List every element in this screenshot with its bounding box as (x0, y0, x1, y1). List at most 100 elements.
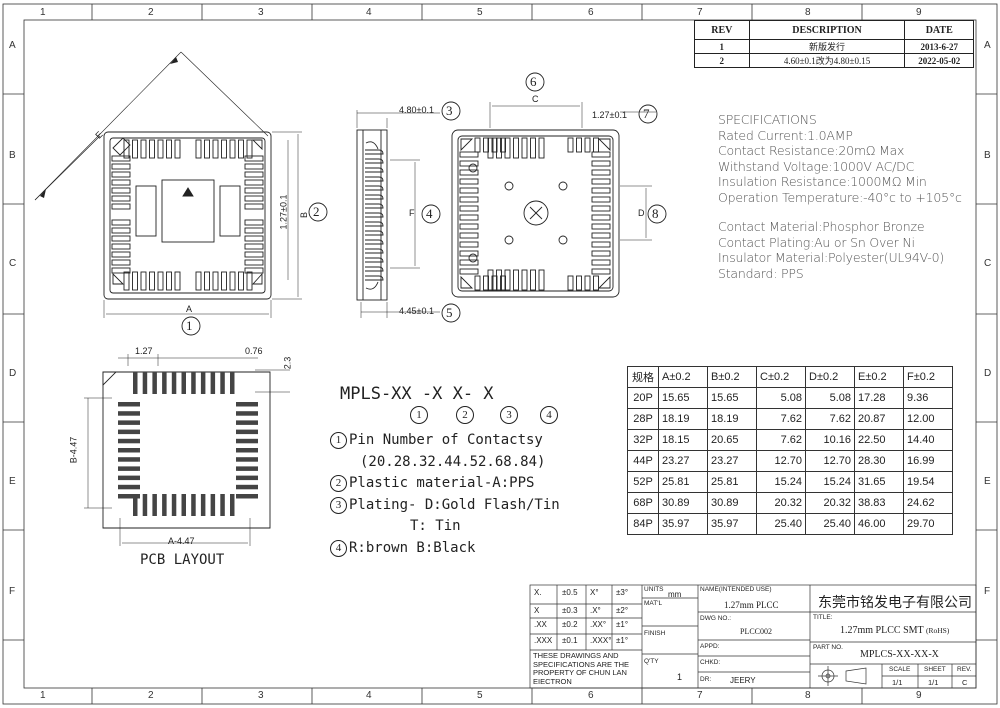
zone-label-right: C (984, 258, 992, 269)
dimension-cell: 16.99 (903, 450, 953, 472)
dimension-cell: 52P (627, 471, 659, 493)
description-cell: 新版发行 (748, 39, 906, 54)
zone-label-top: 6 (588, 7, 594, 18)
dim-d-label: D (638, 208, 645, 218)
approved-label: APPD: (700, 643, 720, 650)
spec-line: Withstand Voltage:1000V AC/DC (718, 158, 915, 174)
legend-mark: 1 (330, 432, 347, 449)
side-view (356, 101, 461, 323)
dimension-cell: 25.40 (756, 513, 806, 535)
dwg-value: PLCC002 (740, 627, 773, 636)
dimension-cell: 28.30 (854, 450, 904, 472)
pcb-len-label: 2.3 (282, 356, 293, 370)
dimension-cell: 7.62 (805, 408, 855, 430)
zone-label-top: 8 (805, 7, 811, 18)
legend-mark: 3 (330, 496, 347, 514)
date-header: DATE (904, 20, 974, 40)
revision-table: REV DESCRIPTION DATE 1 新版发行 2013-6-27 2 … (694, 20, 974, 68)
zone-label-bottom: 9 (916, 690, 922, 701)
dimension-cell: 12.00 (903, 408, 953, 430)
dimension-cell: 20.87 (854, 408, 904, 430)
dimension-cell: 68P (627, 492, 659, 514)
dimension-header: E±0.2 (854, 366, 904, 388)
dimension-cell: 5.08 (805, 387, 855, 409)
part-number-mark: 2 (456, 406, 474, 424)
view-mark-2: 2 (313, 204, 320, 219)
tolerance-cell: ±1° (616, 636, 629, 645)
zone-label-bottom: 8 (805, 690, 811, 701)
title-block-grid (529, 584, 977, 689)
zone-label-top: 9 (916, 7, 922, 18)
scale-label: SCALE (889, 666, 911, 673)
zone-label-left: B (9, 150, 16, 161)
spec-line: Contact Material:Phosphor Bronze (718, 219, 925, 234)
zone-label-bottom: 4 (366, 690, 372, 701)
legend-line: T: Tin (330, 516, 560, 538)
sheet-value: 1/1 (928, 678, 939, 687)
zone-label-bottom: 3 (258, 690, 264, 701)
dimension-header: F±0.2 (903, 366, 953, 388)
top-view (34, 51, 328, 336)
dimension-cell: 18.19 (658, 408, 708, 430)
dimension-cell: 20.32 (805, 492, 855, 514)
dimension-cell: 35.97 (658, 513, 708, 535)
tolerance-cell: X° (590, 588, 599, 597)
tolerance-cell: ±0.2 (562, 620, 578, 629)
part-number-mark: 4 (540, 406, 558, 424)
spec-line: Contact Resistance:20mΩ Max (718, 143, 905, 158)
zone-label-left: C (9, 258, 17, 269)
view-mark-4: 4 (426, 206, 433, 221)
spec-line: Rated Current:1.0AMP (718, 127, 853, 143)
rev-value: C (962, 678, 968, 687)
tolerance-cell: ±0.1 (562, 636, 578, 645)
description-header: DESCRIPTION (748, 20, 906, 40)
inner-frame (23, 19, 977, 689)
dim-seat-label: 4.45±0.1 (399, 306, 434, 316)
tolerance-cell: .XX° (590, 620, 607, 629)
zone-label-right: E (984, 476, 991, 487)
dimension-cell: 19.54 (903, 471, 953, 493)
tolerance-cell: ±1° (616, 620, 629, 629)
dim-lead-label: 1.27±0.1 (592, 110, 627, 120)
units-label: UNITS (644, 586, 664, 593)
legend-mark: 4 (330, 539, 347, 557)
zone-label-bottom: 7 (697, 690, 703, 701)
dimension-cell: 7.62 (756, 429, 806, 451)
dimension-cell: 22.50 (854, 429, 904, 451)
outer-frame (2, 3, 998, 705)
part-number-mark: 3 (500, 406, 518, 424)
zone-label-left: A (9, 40, 16, 51)
tolerance-cell: ±3° (616, 588, 629, 597)
tolerance-cell: ±0.3 (562, 606, 578, 615)
view-mark-8: 8 (652, 206, 659, 221)
pcb-layout-view (84, 354, 290, 546)
zone-label-top: 3 (258, 7, 264, 18)
name-value: 1.27mm PLCC (724, 600, 779, 610)
dimension-cell: 15.24 (805, 471, 855, 493)
rev-header: REV (694, 20, 750, 40)
dimension-cell: 28P (627, 408, 659, 430)
zone-label-left: D (9, 368, 17, 379)
qty-label: Q'TY (644, 658, 659, 665)
view-mark-6: 6 (530, 74, 537, 89)
tolerance-cell: .XXX (534, 636, 553, 645)
zone-label-left: E (9, 476, 16, 487)
legend-text: R:brown B:Black (349, 539, 476, 556)
tolerance-cell: ±0.5 (562, 588, 578, 597)
part-number-code: MPLS-XX -X X- X (340, 384, 494, 404)
projection-symbol-icon (818, 666, 867, 686)
dimension-header: A±0.2 (658, 366, 708, 388)
dimension-cell: 23.27 (658, 450, 708, 472)
tolerance-cell: ±2° (616, 606, 629, 615)
title-value: 1.27mm PLCC SMT (RoHS) (840, 625, 949, 636)
